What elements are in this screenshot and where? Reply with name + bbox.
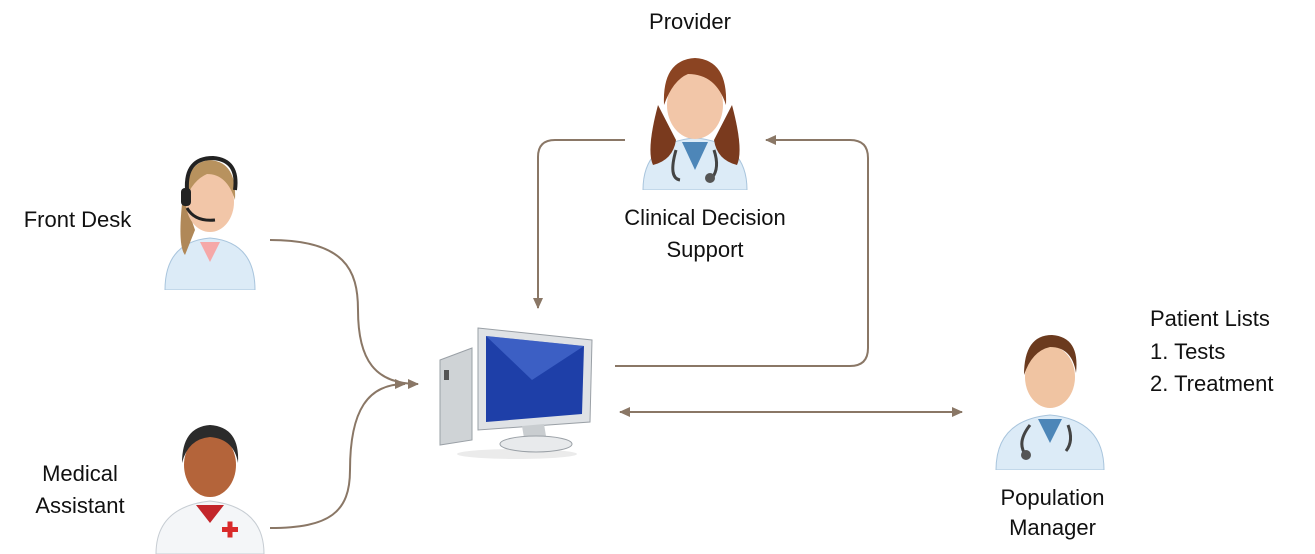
- patient-lists-title: Patient Lists: [1150, 306, 1270, 331]
- provider-subtitle-line1: Clinical Decision: [624, 205, 786, 230]
- male-doctor-icon: [995, 335, 1105, 470]
- front-desk-figure: [155, 150, 265, 290]
- population-manager-label-line2: Manager: [1009, 515, 1096, 540]
- provider-title: Provider: [649, 9, 731, 34]
- population-manager-label-line1: Population: [1000, 485, 1105, 510]
- arrow-provider-to-computer: [533, 139, 625, 309]
- front-desk-label: Front Desk: [23, 207, 132, 232]
- provider-subtitle-line2: Support: [666, 237, 744, 262]
- arrow-computer-to-provider: [615, 135, 869, 367]
- provider-figure: [628, 50, 763, 190]
- medical-assistant-label-line2: Assistant: [35, 493, 125, 518]
- medical-assistant-figure: [148, 415, 273, 554]
- arrow-medicalassistant-to-computer: [269, 379, 406, 529]
- receptionist-headset-icon: [164, 155, 256, 290]
- population-manager-figure: [990, 325, 1110, 470]
- patient-lists-item: 2. Treatment: [1150, 371, 1274, 396]
- medical-assistant-label-line1: Medical: [42, 461, 118, 486]
- female-doctor-icon: [642, 58, 748, 190]
- desktop-computer-icon: [439, 327, 593, 459]
- male-medical-assistant-icon: [155, 425, 265, 554]
- arrow-frontdesk-to-computer: [269, 239, 419, 389]
- computer-workstation: [432, 320, 597, 460]
- patient-lists-item: 1. Tests: [1150, 339, 1226, 364]
